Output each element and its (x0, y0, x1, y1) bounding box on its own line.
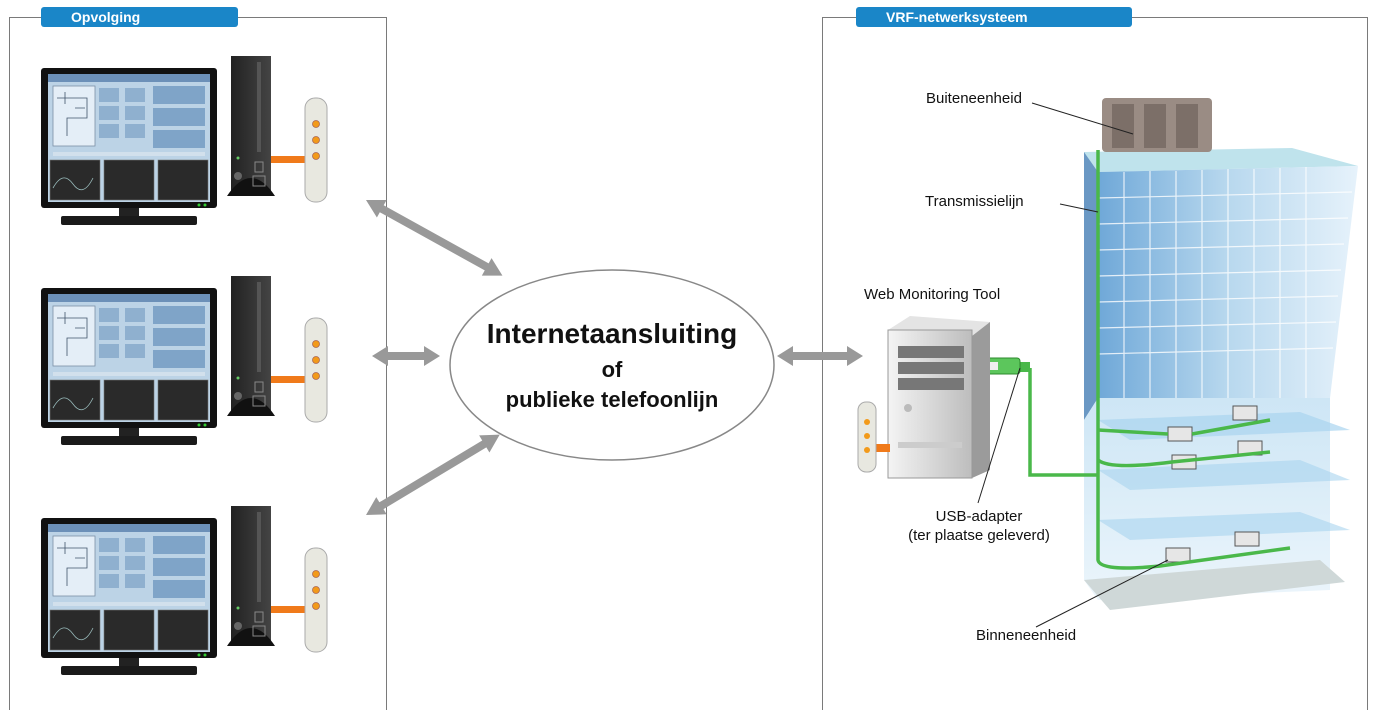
connection-arrows (366, 199, 863, 515)
monitoring-panel-title: Opvolging (41, 7, 238, 27)
outdoor-unit (1102, 98, 1212, 152)
leader-lines (977, 102, 1169, 628)
workstation-3 (40, 505, 328, 676)
outdoor-unit-label: Buiteneenheid (926, 90, 1022, 107)
arrow-right (777, 346, 863, 366)
arrow-top (366, 199, 503, 276)
network-label-line1: Internetaansluiting (486, 318, 738, 349)
web-monitoring-server (857, 316, 990, 479)
usb-adapter-sublabel: (ter plaatse geleverd) (908, 527, 1050, 544)
network-label-line2: of (601, 357, 623, 382)
workstation-1 (40, 55, 328, 226)
usb-adapter-label: USB-adapter (935, 508, 1023, 525)
web-tool-label: Web Monitoring Tool (864, 286, 1001, 303)
usb-adapter (985, 357, 1021, 375)
transmission-line-label: Transmissielijn (925, 193, 1024, 210)
arrow-middle (372, 346, 440, 366)
workstation-2 (40, 275, 328, 446)
network-label-line3: publieke telefoonlijn (505, 387, 719, 412)
vrf-panel-title: VRF-netwerksysteem (856, 7, 1132, 27)
network-ellipse (449, 269, 775, 461)
indoor-unit-label: Binneneenheid (976, 627, 1077, 644)
arrow-bottom (366, 434, 500, 515)
usb-cable-plug (1018, 362, 1030, 372)
transmission-cable (1028, 150, 1291, 570)
building (1084, 98, 1358, 610)
